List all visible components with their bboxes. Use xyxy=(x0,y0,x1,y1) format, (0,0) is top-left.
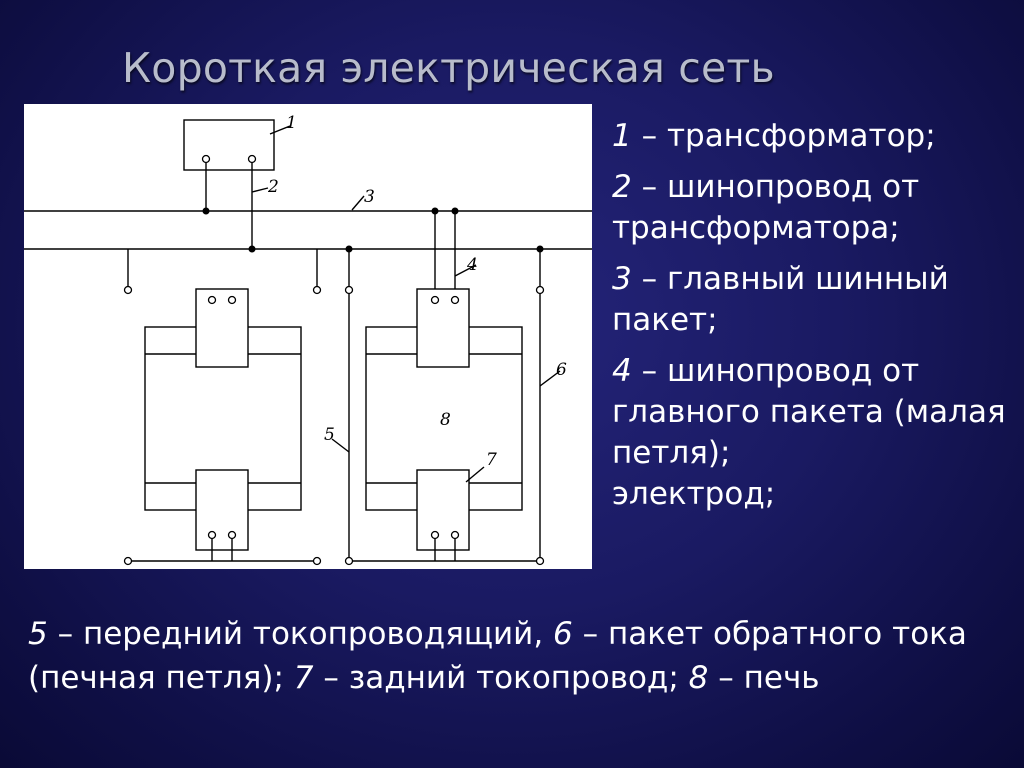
legend-item-electrode: электрод; xyxy=(612,476,776,512)
junction-dot xyxy=(202,207,210,215)
legend-bottom: 5 – передний токопроводящий, 6 – пакет о… xyxy=(28,616,967,696)
legend-item-3: 3 – главный шинный пакет; xyxy=(612,261,949,338)
terminal xyxy=(312,556,322,566)
legend-item-1: 1 – трансформатор; xyxy=(612,118,936,154)
diagram-label-3: 3 xyxy=(364,187,375,207)
terminal xyxy=(123,556,133,566)
diagram-label-8: 8 xyxy=(440,410,451,430)
terminal xyxy=(344,285,354,295)
terminal xyxy=(123,285,133,295)
electrode-left-bottom xyxy=(195,469,249,551)
legend-item-4: 4 – шинопровод от главного пакета (малая… xyxy=(612,353,1006,471)
terminal xyxy=(535,285,545,295)
junction-dot xyxy=(451,207,459,215)
diagram-label-4: 4 xyxy=(466,255,478,275)
electrode-right-top xyxy=(416,288,470,368)
terminal xyxy=(344,556,354,566)
diagram-label-1: 1 xyxy=(286,113,297,133)
terminal xyxy=(227,530,237,540)
junction-dot xyxy=(248,245,256,253)
circuit-diagram: 1 2 3 4 5 6 7 8 xyxy=(24,104,592,569)
terminal xyxy=(247,154,257,164)
diagram-label-5: 5 xyxy=(324,425,335,445)
transformer xyxy=(183,119,275,171)
terminal xyxy=(450,530,460,540)
terminal xyxy=(450,295,460,305)
junction-dot xyxy=(345,245,353,253)
electrode-left-top xyxy=(195,288,249,368)
terminal xyxy=(430,295,440,305)
junction-dot xyxy=(431,207,439,215)
legend: 1 – трансформатор; 2 – шинопровод от тра… xyxy=(612,116,1012,525)
legend-item-2: 2 – шинопровод от трансформатора; xyxy=(612,169,920,246)
junction-dot xyxy=(536,245,544,253)
terminal xyxy=(312,285,322,295)
terminal xyxy=(227,295,237,305)
diagram-label-7: 7 xyxy=(486,450,497,470)
terminal xyxy=(207,295,217,305)
terminal xyxy=(201,154,211,164)
electrode-right-bottom xyxy=(416,469,470,551)
slide-title: Короткая электрическая сеть xyxy=(122,44,775,92)
terminal xyxy=(535,556,545,566)
diagram-label-6: 6 xyxy=(556,360,567,380)
diagram-label-2: 2 xyxy=(267,177,279,197)
terminal xyxy=(430,530,440,540)
terminal xyxy=(207,530,217,540)
